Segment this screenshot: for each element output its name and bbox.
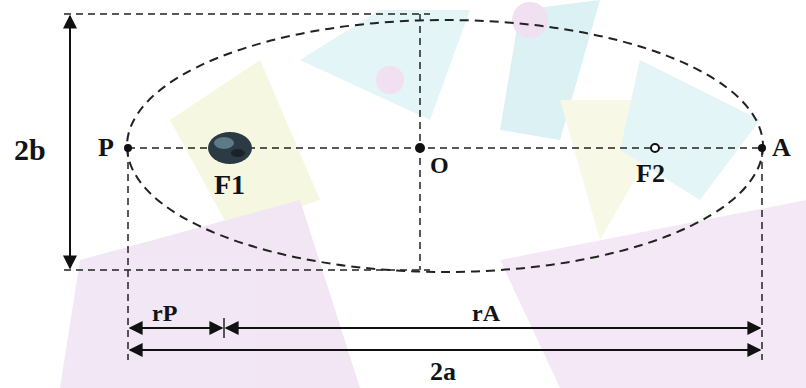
orbit-ellipse bbox=[127, 20, 763, 272]
figure-label: 2a bbox=[428, 358, 458, 386]
watermark bbox=[60, 0, 806, 388]
figure-label: A bbox=[770, 134, 793, 162]
extension-line bbox=[127, 150, 129, 360]
sun-body bbox=[208, 132, 252, 164]
minor-axis bbox=[419, 14, 421, 270]
focus-point bbox=[651, 144, 659, 152]
figure-label: 2b bbox=[12, 134, 48, 166]
figure-label: rA bbox=[470, 300, 502, 326]
extension-line bbox=[64, 13, 430, 15]
dimension-rp bbox=[130, 327, 222, 329]
figure-label: F2 bbox=[634, 160, 667, 188]
dimension-2b bbox=[69, 16, 71, 268]
figure-label: P bbox=[96, 134, 116, 162]
aphelion-point bbox=[758, 144, 766, 152]
figure-label: O bbox=[428, 152, 451, 178]
extension-line bbox=[223, 318, 225, 338]
center-point bbox=[415, 143, 425, 153]
dimension-ra bbox=[226, 327, 760, 329]
figure-label: rP bbox=[150, 300, 179, 326]
figure-label: F1 bbox=[212, 170, 247, 200]
extension-line bbox=[64, 269, 430, 271]
dimension-2a bbox=[130, 349, 760, 351]
extension-line bbox=[761, 150, 763, 360]
perihelion-point bbox=[124, 144, 132, 152]
